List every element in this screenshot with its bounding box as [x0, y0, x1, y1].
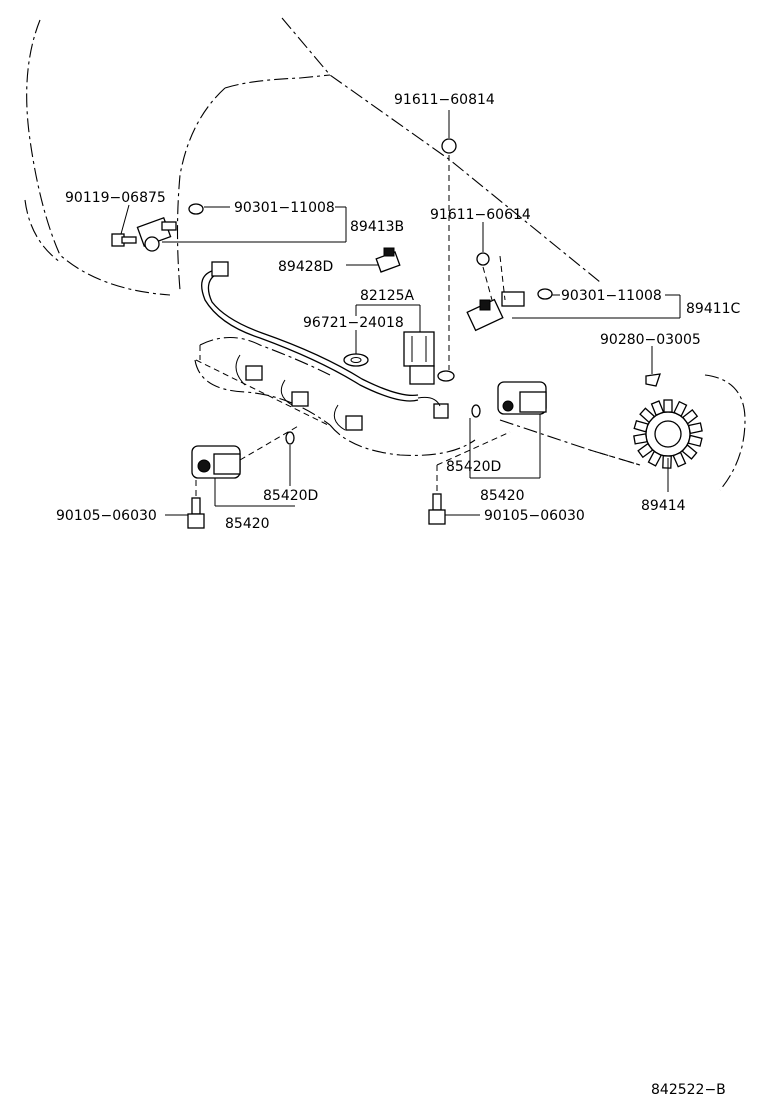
label-91611-60614: 91611−60614 [430, 207, 531, 223]
harness-connector-top [211, 261, 229, 277]
bolt-90105-06030-right [428, 493, 446, 525]
harness-connector-4 [433, 403, 449, 419]
wiring-harness [201, 261, 449, 431]
label-89411C: 89411C [686, 301, 741, 317]
harness-connector-2 [291, 391, 309, 407]
sensor-89428D [375, 247, 401, 273]
nut-91611-60814 [441, 138, 457, 154]
label-89413B: 89413B [350, 219, 404, 235]
bolt-90105-06030-left [187, 497, 205, 529]
clip-90280-03005 [645, 373, 661, 387]
dashed-leaders [195, 155, 641, 500]
o-ring-left [188, 203, 204, 215]
label-90301-11008-left: 90301−11008 [234, 200, 335, 216]
label-91611-60814: 91611−60814 [394, 92, 495, 108]
o-ring-center [471, 404, 481, 418]
speed-sensor-left [191, 445, 241, 479]
label-85420D-center: 85420D [446, 459, 501, 475]
leader-lines [120, 110, 681, 516]
cam-sensor-89413B [136, 216, 177, 252]
gasket-96721-24018 [343, 353, 369, 367]
timing-rotor-89414 [633, 399, 703, 469]
label-85420D-left: 85420D [263, 488, 318, 504]
harness-connector-1 [245, 365, 263, 381]
figure-id: 842522−B [651, 1082, 726, 1098]
label-89428D: 89428D [278, 259, 333, 275]
label-85420-left: 85420 [225, 516, 270, 532]
o-ring-right [537, 288, 553, 300]
label-85420-center: 85420 [480, 488, 525, 504]
label-90119-06875: 90119−06875 [65, 190, 166, 206]
o-ring-left-sensor [285, 431, 295, 445]
label-90280-03005: 90280−03005 [600, 332, 701, 348]
label-90105-06030-left: 90105−06030 [56, 508, 157, 524]
label-90301-11008-right: 90301−11008 [561, 288, 662, 304]
bolt-90119-06875 [111, 233, 137, 247]
label-90105-06030-right: 90105−06030 [484, 508, 585, 524]
sensor-82125A [403, 331, 455, 385]
speed-sensor-center [497, 381, 547, 415]
harness-connector-3 [345, 415, 363, 431]
part-labels: 91611−60814 90119−06875 90301−11008 8941… [56, 92, 741, 1098]
label-96721-24018: 96721−24018 [303, 315, 404, 331]
label-89414: 89414 [641, 498, 686, 514]
cam-sensor-89411C [466, 291, 525, 332]
nut-91611-60614 [476, 252, 490, 266]
label-82125A: 82125A [360, 288, 415, 304]
